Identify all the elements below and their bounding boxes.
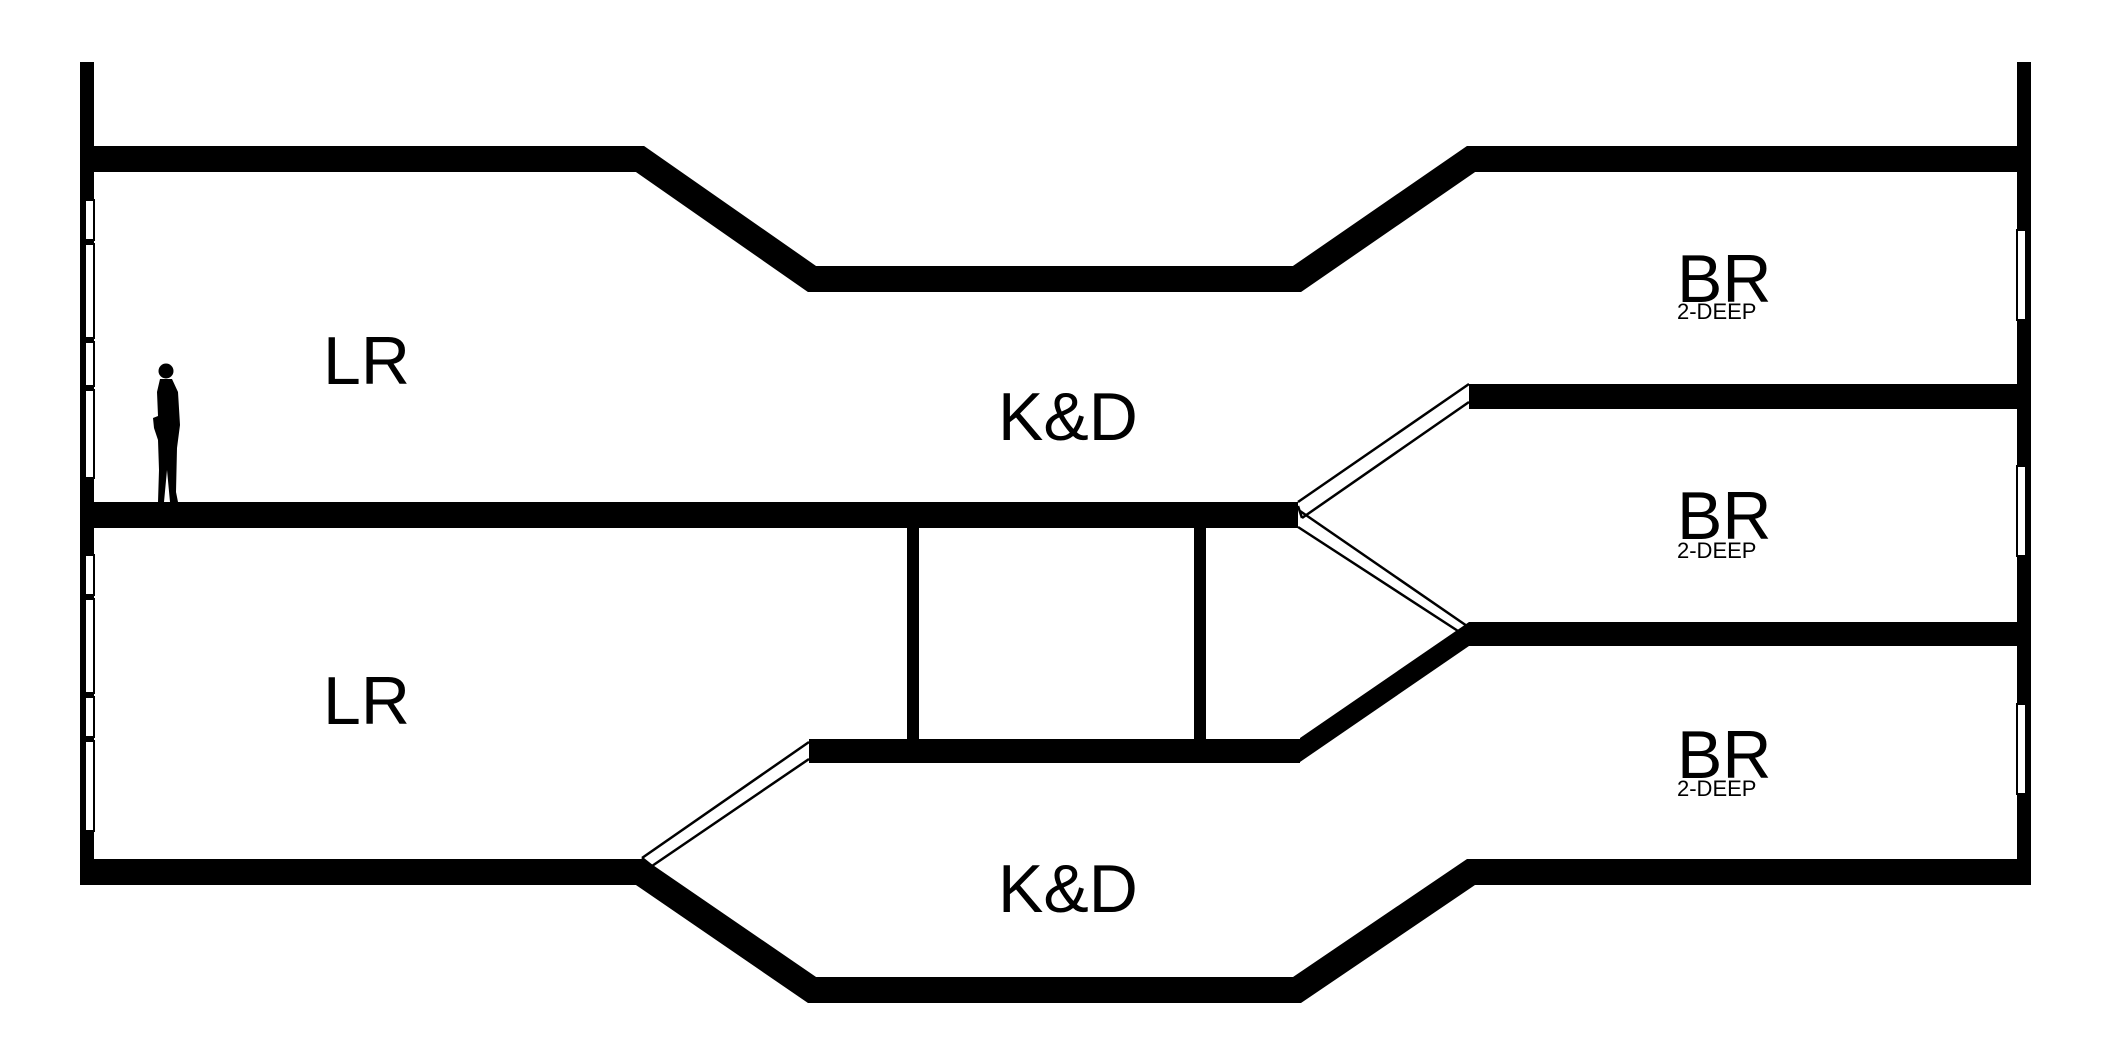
lower-bedroom-label: BR — [1677, 717, 1771, 793]
lower-living-room-label: LR — [323, 663, 410, 739]
middle-bedroom-note: 2-DEEP — [1677, 538, 1756, 563]
left-window-upper-1 — [84, 199, 95, 241]
left-window-lower-2 — [84, 598, 95, 694]
upper-bedroom-note: 2-DEEP — [1677, 299, 1756, 324]
left-window-upper-4 — [84, 389, 95, 479]
upper-kitchen-dining-label: K&D — [998, 379, 1138, 455]
room-labels: LR K&D BR 2-DEEP BR 2-DEEP LR K&D BR 2-D… — [323, 241, 1771, 927]
middle-stair — [1297, 509, 1468, 633]
lower-stair — [641, 740, 810, 868]
upper-bedroom-floor-slab — [1469, 384, 2017, 409]
right-window-upper — [2016, 229, 2027, 321]
lower-ceiling-slab — [809, 739, 1300, 763]
upper-bedroom-label: BR — [1677, 241, 1771, 317]
left-window-lower-1 — [84, 554, 95, 596]
left-window-lower-3 — [84, 696, 95, 738]
lower-ceiling-ramp-slab — [1300, 622, 1469, 762]
person-silhouette-icon — [153, 363, 180, 502]
column-right — [1194, 527, 1206, 740]
bottom-floor-slab — [80, 859, 2031, 1003]
left-window-lower-4 — [84, 740, 95, 832]
windows — [84, 199, 2027, 832]
intermediate-floor-slab — [94, 502, 1298, 528]
upper-stair — [1296, 382, 1470, 520]
column-left — [907, 527, 919, 740]
upper-roof-slab — [94, 146, 2017, 292]
right-window-lower — [2016, 703, 2027, 795]
upper-living-room-label: LR — [323, 323, 410, 399]
lower-bedroom-note: 2-DEEP — [1677, 776, 1756, 801]
middle-bedroom-floor-slab — [1469, 622, 2017, 646]
middle-bedroom-label: BR — [1677, 478, 1771, 554]
left-window-upper-2 — [84, 243, 95, 339]
lower-kitchen-dining-label: K&D — [998, 851, 1138, 927]
right-window-middle — [2016, 465, 2027, 557]
left-window-upper-3 — [84, 341, 95, 387]
structure — [80, 62, 2031, 1003]
